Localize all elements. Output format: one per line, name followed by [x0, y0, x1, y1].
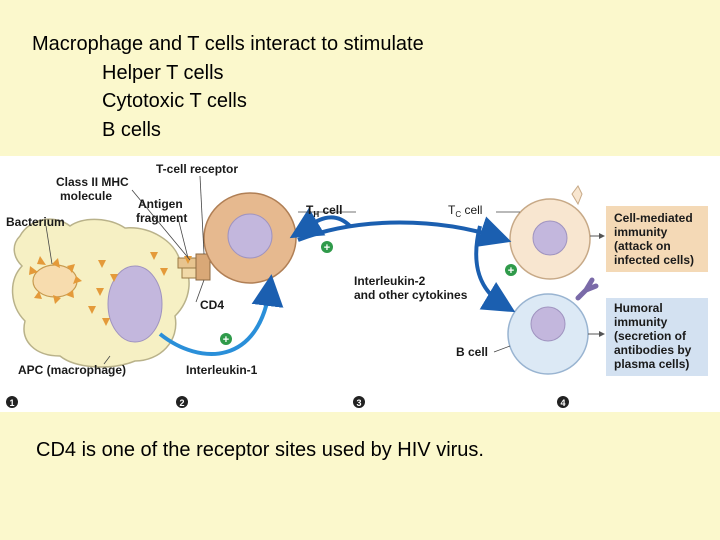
svg-text:+: +	[324, 242, 330, 254]
step-marker-1: 1	[6, 396, 18, 408]
cytotoxic-t-cell-nucleus	[532, 220, 568, 256]
svg-text:antibodies by: antibodies by	[614, 343, 692, 357]
svg-text:+: +	[508, 265, 514, 277]
leader-lines	[45, 175, 520, 365]
svg-text:2: 2	[179, 398, 184, 408]
bacterium-spikes	[29, 256, 82, 304]
label-bacterium: Bacterium	[6, 215, 65, 229]
svg-text:4: 4	[560, 398, 565, 408]
label-b-cell: B cell	[456, 345, 488, 359]
label-cd4: CD4	[200, 298, 224, 312]
step-marker-3: 3	[353, 396, 365, 408]
svg-text:(attack on: (attack on	[614, 239, 671, 253]
label-interleukin-2-line2: and other cytokines	[354, 288, 468, 302]
arrow-th-to-b	[474, 225, 516, 313]
humoral-box	[606, 298, 708, 376]
label-antigen-line2: fragment	[136, 211, 187, 225]
heading: Macrophage and T cells interact to stimu…	[32, 30, 424, 144]
svg-text:immunity: immunity	[614, 315, 668, 329]
arrow-th-to-tc	[297, 216, 512, 247]
svg-text:(secretion of: (secretion of	[614, 329, 687, 343]
diagram-canvas: + + + Cell-mediated immuni	[6, 162, 708, 408]
svg-text:immunity: immunity	[614, 225, 668, 239]
label-apc: APC (macrophage)	[18, 363, 126, 377]
label-class-mhc-line1: Class II MHC	[56, 175, 129, 189]
heading-line-1: Macrophage and T cells interact to stimu…	[32, 33, 424, 55]
heading-line-4: B cells	[102, 118, 161, 141]
helper-t-cell-nucleus	[227, 213, 273, 259]
humoral-box-text: Humoral immunity (secretion of antibodie…	[614, 301, 692, 371]
step-marker-4: 4	[557, 396, 569, 408]
heading-line-3: Cytotoxic T cells	[102, 90, 247, 112]
heading-line-2: Helper T cells	[102, 61, 224, 84]
caption: CD4 is one of the receptor sites used by…	[36, 439, 484, 461]
svg-text:Humoral: Humoral	[614, 301, 663, 315]
label-interleukin-1: Interleukin-1	[186, 363, 258, 377]
label-class-mhc-line2: molecule	[60, 189, 112, 203]
antibody-icon	[575, 277, 599, 301]
b-cell-nucleus	[530, 306, 566, 342]
label-t-cell-receptor: T-cell receptor	[156, 162, 238, 176]
svg-text:3: 3	[356, 398, 361, 408]
arrow-th-feedback	[289, 207, 352, 239]
label-interleukin-2-line1: Interleukin-2	[354, 274, 426, 288]
label-antigen-line1: Antigen	[138, 197, 183, 211]
cell-mediated-box-text: Cell-mediated immunity (attack on infect…	[614, 211, 694, 267]
svg-text:infected cells): infected cells)	[614, 253, 694, 267]
svg-text:+: +	[223, 334, 229, 346]
plus-badge-th: +	[321, 241, 333, 254]
step-marker-2: 2	[176, 396, 188, 408]
svg-text:1: 1	[9, 398, 14, 408]
label-tc-cell: TC cell	[448, 203, 482, 219]
antigen-fragments	[88, 252, 168, 326]
arrow-interleukin-1	[158, 274, 284, 356]
immune-interaction-diagram: + + + Cell-mediated immuni	[0, 156, 720, 412]
svg-text:Cell-mediated: Cell-mediated	[614, 211, 693, 225]
cytotoxic-receptor-icon	[571, 185, 583, 206]
svg-text:plasma cells): plasma cells)	[614, 357, 689, 371]
label-th-cell: TH cell	[306, 203, 342, 219]
macrophage-nucleus	[107, 265, 163, 343]
plus-badge-tc: +	[505, 264, 517, 277]
plus-badge-il1: +	[220, 333, 232, 346]
cell-mediated-box	[606, 206, 708, 272]
mhc-receptor-complex	[177, 253, 211, 281]
